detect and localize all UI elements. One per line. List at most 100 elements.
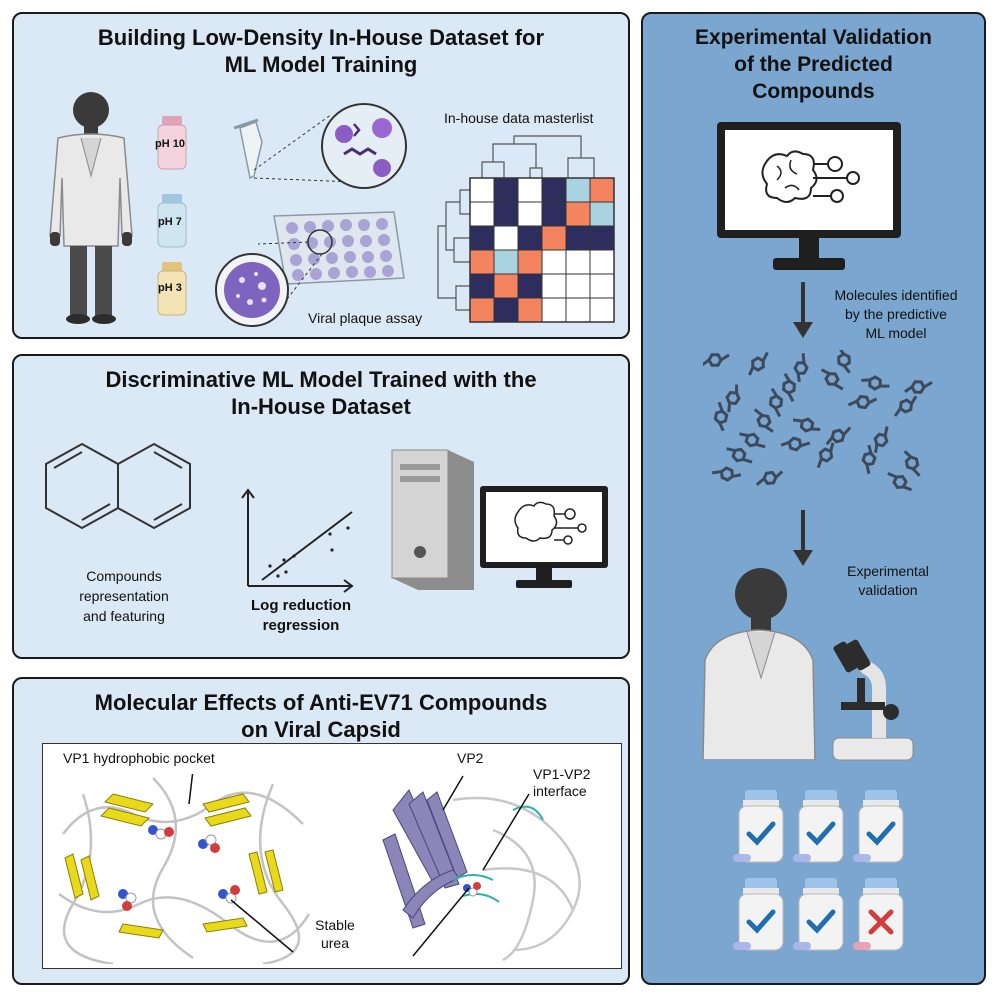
matrix-cell [517,225,543,251]
bottle-grid [733,790,904,951]
assay-illustration [215,103,407,327]
matrix-cell [589,297,615,323]
molecule-icon [825,426,852,446]
scientist-icon [49,92,133,324]
masterlist-heatmap [437,135,615,323]
molecule-icon [793,353,809,383]
vp2-label: VP2 [457,750,484,766]
matrix-cell [541,225,567,251]
matrix-cell [589,201,615,227]
molecule-icon [893,395,918,417]
molecule-icon [725,384,741,413]
regression-caption: Log reduction regression [251,597,351,634]
ph7-vial-icon [157,194,187,248]
ph3-vial-icon [157,262,187,316]
left-dendrogram [437,189,470,311]
ml-model-panel: Discriminative ML Model Trained with the… [12,354,630,659]
molecule-icon [873,426,889,454]
panel-title: Building Low-Density In-House Dataset fo… [97,25,545,77]
matrix-cell [493,201,519,227]
matrix-cell [493,273,519,299]
matrix-cell [517,249,543,275]
down-arrow-icon [793,282,813,338]
molecule-icon [782,372,796,403]
compounds-caption: Compounds representation and featuring [79,568,169,624]
validated-bottle-icon [733,878,784,951]
matrix-cell [565,273,591,299]
matrix-cell [565,177,591,203]
vp1-capsid-structure-icon [58,774,311,964]
validated-bottle-icon [793,790,844,863]
microscope-icon [832,639,914,761]
top-dendrogram [481,135,595,178]
molecule-icon [768,387,784,418]
matrix-cell [469,201,495,227]
scientist-bust-icon [702,568,816,760]
molecule-icon [887,472,913,492]
molecule-icon [903,450,921,477]
matrix-cell [565,201,591,227]
matrix-cell [589,177,615,203]
vp1-vp2-structure-icon [382,775,581,962]
matrix-cell [541,273,567,299]
computer-icon [391,449,608,590]
regression-plot-icon [241,488,354,593]
ph7-label: pH 7 [158,216,182,228]
matrix-cell [469,273,495,299]
matrix-cell [565,249,591,275]
interface-label: VP1-VP2 interface [533,766,591,799]
protein-structures-box: VP1 hydrophobic pocket VP2 [42,743,622,969]
molecule-icon [904,380,933,394]
molecule-icon [820,368,844,391]
molecule-icon [748,351,769,376]
matrix-cell [517,201,543,227]
matrix-cell [469,225,495,251]
ph10-vial-icon [157,116,187,170]
matrix-cell [589,273,615,299]
vp1-pocket-label: VP1 hydrophobic pocket [63,750,215,766]
plaque-assay-label: Viral plaque assay [308,310,423,326]
matrix-cell [493,225,519,251]
matrix-cell [493,249,519,275]
ph10-label: pH 10 [155,138,185,150]
matrix-cell [541,297,567,323]
plate-icon [273,211,405,285]
matrix-cell [517,177,543,203]
stable-urea-label: Stable urea [315,917,355,951]
virus-zoom-icon [321,103,407,189]
experimental-validation-label: Experimental validation [847,563,929,598]
validated-bottle-icon [733,790,784,863]
matrix-cell [493,297,519,323]
molecule-icon [711,466,742,482]
naphthalene-structure-icon [45,442,191,530]
matrix-cell [589,249,615,275]
matrix-cell [565,225,591,251]
plaque-zoom-icon [215,253,289,327]
panel-title: Discriminative ML Model Trained with the… [105,367,537,419]
validated-bottle-icon [793,878,844,951]
molecule-icon [780,436,811,452]
molecule-icon [837,350,851,374]
matrix-cell [469,177,495,203]
matrix-cell [541,177,567,203]
molecule-icon [755,470,784,486]
panel-title: Experimental Validation of the Predicted… [695,26,932,103]
failed-bottle-icon [853,878,904,951]
molecule-icon [861,444,877,475]
molecule-icon [726,447,753,464]
molecule-icon [739,432,766,449]
experimental-validation-panel: Experimental Validation of the Predicted… [641,12,986,985]
molecule-icon [703,353,730,367]
molecular-effects-panel: Molecular Effects of Anti-EV71 Compounds… [12,677,630,985]
down-arrow-icon [793,510,813,566]
matrix-cell [493,177,519,203]
matrix-cell [517,273,543,299]
tube-icon [233,118,263,180]
validated-bottle-icon [853,790,904,863]
masterlist-label: In-house data masterlist [444,110,594,126]
molecules-identified-label: Molecules identified by the predictive M… [834,287,958,341]
matrix-cell [589,225,615,251]
molecule-icon [861,375,890,391]
matrix-cell [565,297,591,323]
panel-title: Molecular Effects of Anti-EV71 Compounds… [94,690,548,742]
